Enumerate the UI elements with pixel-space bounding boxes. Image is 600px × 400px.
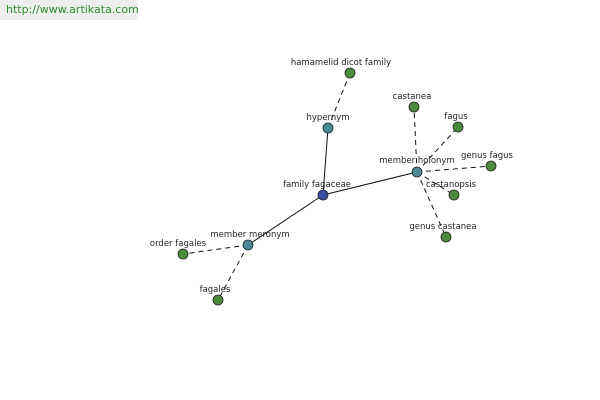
node-dot-genus-fagus[interactable] (485, 160, 497, 172)
node-dot-member-holonym[interactable] (411, 166, 423, 178)
node-member-meronym[interactable]: member meronym (210, 230, 290, 251)
node-genus-castanea[interactable]: genus castanea (409, 222, 477, 243)
node-member-holonym[interactable]: member holonym (379, 156, 455, 178)
node-label-hamamelid-dicot-family: hamamelid dicot family (291, 58, 391, 68)
node-label-member-meronym: member meronym (210, 230, 289, 240)
node-label-member-holonym: member holonym (379, 156, 454, 166)
node-dot-fagus[interactable] (452, 121, 464, 133)
node-label-fagales: fagales (200, 285, 231, 295)
node-label-order-fagales: order fagales (150, 239, 207, 249)
node-label-genus-fagus: genus fagus (461, 151, 514, 161)
node-dot-order-fagales[interactable] (177, 248, 189, 260)
node-castanea[interactable]: castanea (393, 92, 432, 113)
edge-family-fagaceae-to-member-meronym (247, 194, 324, 246)
node-dot-hypernym[interactable] (322, 122, 334, 134)
node-dot-member-meronym[interactable] (242, 239, 254, 251)
node-dot-fagales[interactable] (212, 294, 224, 306)
node-dot-castanea[interactable] (408, 101, 420, 113)
node-castanopsis[interactable]: castanopsis (426, 180, 477, 201)
edge-family-fagaceae-to-hypernym (322, 127, 329, 196)
site-watermark[interactable]: http://www.artikata.com (0, 0, 139, 20)
node-dot-castanopsis[interactable] (448, 189, 460, 201)
node-dot-family-fagaceae[interactable] (317, 189, 329, 201)
edge-member-meronym-to-order-fagales (182, 244, 249, 255)
edge-member-holonym-to-genus-fagus (416, 165, 492, 173)
edge-member-holonym-to-genus-castanea (416, 171, 447, 238)
node-dot-hamamelid-dicot-family[interactable] (344, 67, 356, 79)
edges-layer (182, 72, 492, 301)
edge-member-holonym-to-fagus (416, 126, 459, 173)
node-label-hypernym: hypernym (306, 113, 349, 123)
edge-member-holonym-to-castanopsis (416, 171, 455, 196)
edge-hypernym-to-hamamelid-dicot-family (327, 72, 351, 129)
node-order-fagales[interactable]: order fagales (150, 239, 207, 260)
nodes-layer: family fagaceae hypernym hamamelid dicot f… (150, 58, 514, 306)
node-genus-fagus[interactable]: genus fagus (461, 151, 514, 172)
node-fagales[interactable]: fagales (200, 285, 231, 306)
node-label-castanopsis: castanopsis (426, 180, 477, 190)
edge-family-fagaceae-to-member-holonym (322, 171, 418, 196)
node-family-fagaceae[interactable]: family fagaceae (283, 180, 351, 201)
edge-member-holonym-to-castanea (413, 106, 418, 173)
node-label-castanea: castanea (393, 92, 432, 102)
node-label-fagus: fagus (444, 112, 468, 122)
node-hypernym[interactable]: hypernym (306, 113, 350, 134)
node-fagus[interactable]: fagus (444, 112, 468, 133)
node-label-genus-castanea: genus castanea (409, 222, 476, 232)
edge-member-meronym-to-fagales (217, 244, 249, 301)
node-label-family-fagaceae: family fagaceae (283, 180, 351, 190)
node-dot-genus-castanea[interactable] (440, 231, 452, 243)
node-hamamelid-dicot-family[interactable]: hamamelid dicot family (291, 58, 391, 79)
